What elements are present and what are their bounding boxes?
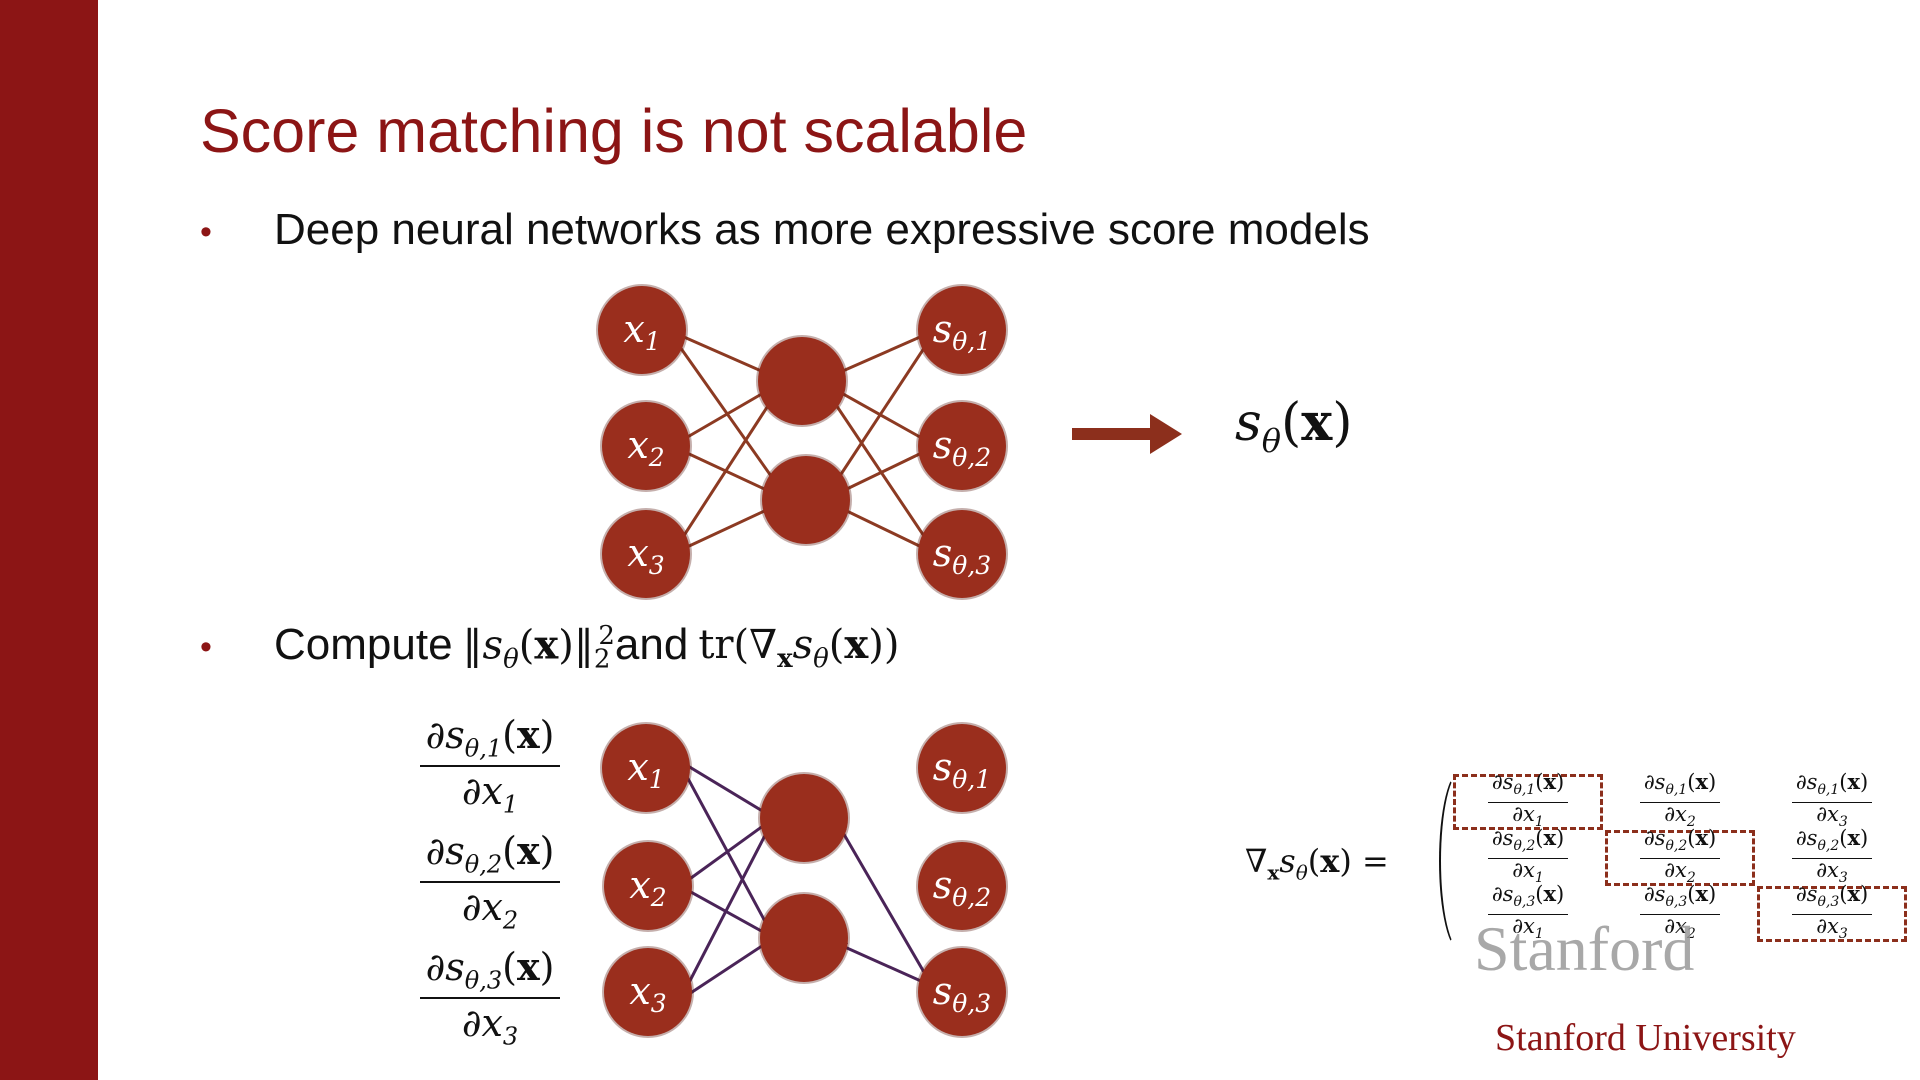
bottom-input-node-1: x1 [600,722,692,814]
input-node-3: x3 [600,508,692,600]
edge-h1-out3 [818,380,938,555]
jacobian-grid: ∂sθ,1(x)∂x1∂sθ,1(x)∂x2∂sθ,1(x)∂x3∂sθ,2(x… [1453,770,1907,942]
backprop-h1-in3 [678,817,776,1001]
jacobian-diagonal-entry-1: ∂sθ,1(x)∂x1 [1453,770,1603,830]
output-node-1: sθ,1 [916,284,1008,376]
output-node-3-label: sθ,3 [933,531,991,580]
input-node-1: x1 [596,284,688,376]
backprop-h1-in1 [677,758,775,820]
jacobian-lhs: ∇xsθ(x) = [1245,842,1389,885]
bullet-marker: • [200,627,212,666]
backprop-h2-in3 [679,936,775,1002]
bottom-hidden-node-2 [758,892,850,984]
trace-expression: tr(∇xsθ(x)) [698,620,900,674]
bullet-deep-networks: • Deep neural networks as more expressive… [200,205,1370,255]
backprop-out3-h1 [836,823,934,987]
bottom-hidden-node-1 [758,772,850,864]
output-node-2-label: sθ,2 [933,423,991,472]
bullet-compute-text: Compute [274,620,453,669]
bottom-input-node-3-label: x3 [629,969,666,1018]
jacobian-entry-3-2: ∂sθ,3(x)∂x2 [1605,882,1755,942]
partial-derivative-stack: ∂sθ,1(x)∂x1∂sθ,2(x)∂x2∂sθ,3(x)∂x3 [400,712,580,1061]
input-node-1-label: x1 [623,307,660,356]
arrow-head [1150,414,1182,454]
edge-h2-out1 [822,329,938,501]
bottom-input-node-2: x2 [602,840,694,932]
input-node-2: x2 [600,400,692,492]
bullet-marker: • [200,212,212,251]
left-paren [1439,770,1483,952]
hidden-node-2 [760,454,852,546]
jacobian-entry-1-3: ∂sθ,1(x)∂x3 [1757,770,1907,830]
slide-title: Score matching is not scalable [200,97,1028,165]
output-node-2: sθ,2 [916,400,1008,492]
jacobian-diagonal-entry-3: ∂sθ,3(x)∂x3 [1757,882,1907,942]
norm-expression: ‖sθ(x)‖22 [462,620,615,675]
output-node-1-label: sθ,1 [933,307,991,356]
jacobian-entry-2-3: ∂sθ,2(x)∂x3 [1757,826,1907,886]
bottom-input-node-3: x3 [602,946,694,1038]
arrow-shaft [1072,428,1154,440]
bottom-input-node-1-label: x1 [627,745,664,794]
score-function-label: sθ(x) [1235,392,1353,460]
bottom-output-node-1-label: sθ,1 [933,745,991,794]
input-node-2-label: x2 [627,423,664,472]
bottom-output-node-1: sθ,1 [916,722,1008,814]
backprop-out3-h2 [837,942,933,988]
partial-derivative-1: ∂sθ,1(x)∂x1 [400,712,580,818]
jacobian-diagonal-entry-2: ∂sθ,2(x)∂x2 [1605,826,1755,886]
bottom-output-node-3-label: sθ,3 [933,969,991,1018]
output-node-3: sθ,3 [916,508,1008,600]
bottom-output-node-2: sθ,2 [916,840,1008,932]
bullet-and-text: and [614,620,689,669]
bullet-text: Deep neural networks as more expressive … [274,205,1370,254]
edge-in3-h1 [670,380,786,555]
stanford-university-logo: Stanford University [1495,1017,1796,1059]
bottom-output-node-3: sθ,3 [916,946,1008,1038]
right-arrow-icon [1072,414,1182,454]
jacobian-entry-1-2: ∂sθ,1(x)∂x2 [1605,770,1755,830]
network-diagram-top: x1 x2 x3 sθ,1 sθ,2 sθ,3 [596,284,1008,600]
left-accent-bar [0,0,98,1080]
partial-derivative-3: ∂sθ,3(x)∂x3 [400,944,580,1051]
input-node-3-label: x3 [627,531,664,580]
jacobian-entry-3-1: ∂sθ,3(x)∂x1 [1453,882,1603,942]
jacobian-entry-2-1: ∂sθ,2(x)∂x1 [1453,826,1603,886]
stanford-watermark: Stanford [1474,913,1695,984]
bottom-input-node-2-label: x2 [629,863,666,912]
partial-derivative-2: ∂sθ,2(x)∂x2 [400,828,580,934]
network-diagram-bottom: x1 x2 x3 sθ,1 sθ,2 sθ,3 [600,722,1008,1038]
hidden-node-1 [756,335,848,427]
bottom-output-node-2-label: sθ,2 [933,863,991,912]
backprop-h2-in1 [676,759,776,939]
backprop-h2-in2 [679,884,775,940]
